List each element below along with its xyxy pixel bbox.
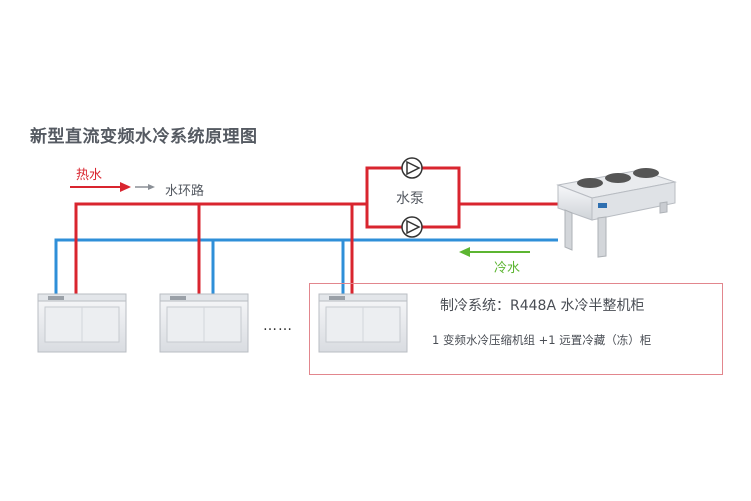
pump-label: 水泵 bbox=[396, 191, 424, 207]
cold-water-label: 冷水 bbox=[494, 261, 521, 276]
dry-cooler-icon bbox=[556, 168, 677, 258]
display-cabinet-icon bbox=[159, 293, 249, 353]
pump-icon bbox=[401, 157, 423, 179]
system-info-title: 制冷系统：R448A 水冷半整机柜 bbox=[440, 298, 645, 314]
display-cabinet-icon bbox=[37, 293, 127, 353]
diagram-title: 新型直流变频水冷系统原理图 bbox=[30, 127, 258, 147]
more-cabinets-ellipsis: …… bbox=[263, 318, 293, 334]
system-info-subtitle: 1 变频水冷压缩机组 +1 远置冷藏（冻）柜 bbox=[432, 333, 652, 347]
display-cabinet-icon bbox=[318, 293, 408, 353]
water-loop-arrow bbox=[135, 184, 155, 190]
water-loop-label: 水环路 bbox=[165, 184, 205, 199]
pump-icon bbox=[401, 216, 423, 238]
hot-water-label: 热水 bbox=[76, 168, 103, 183]
cold-water-arrow bbox=[459, 247, 530, 257]
hot-water-arrow bbox=[70, 182, 131, 192]
system-info-box: 制冷系统：R448A 水冷半整机柜 1 变频水冷压缩机组 +1 远置冷藏（冻）柜 bbox=[309, 283, 723, 375]
cold-water-line bbox=[54, 238, 558, 300]
